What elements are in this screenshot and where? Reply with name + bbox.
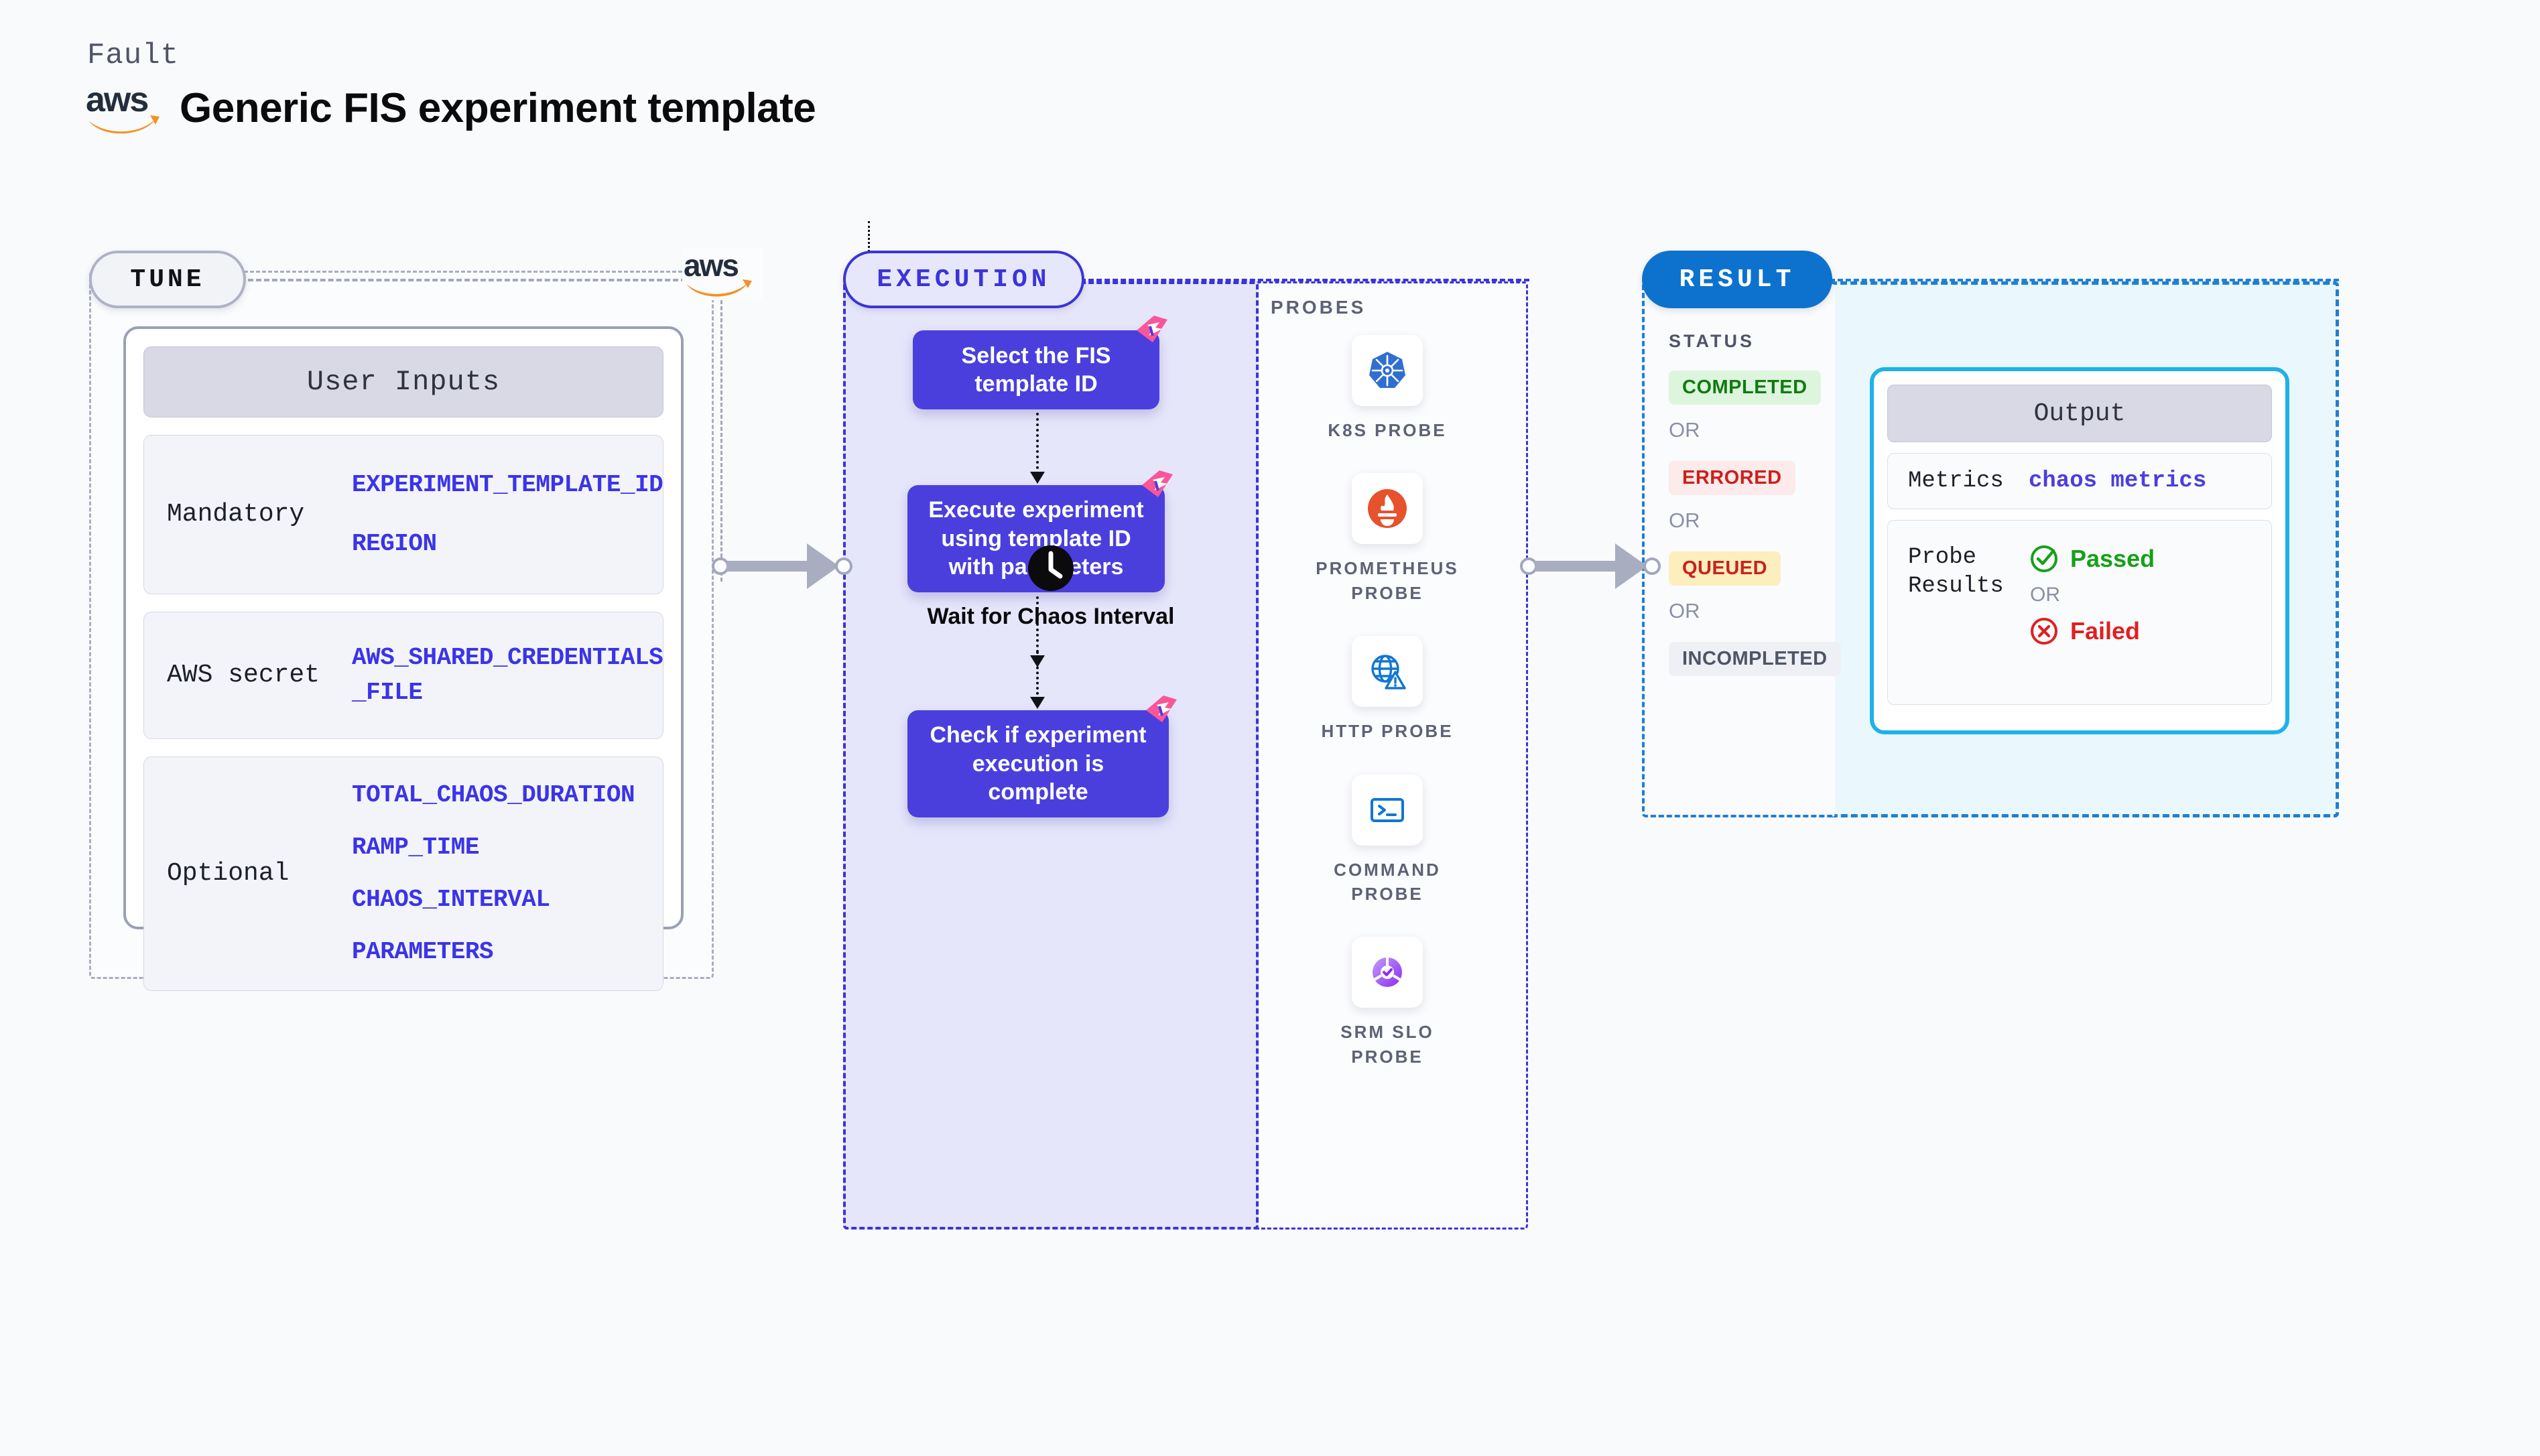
- probe-label: COMMAND PROBE: [1334, 859, 1441, 904]
- tune-vertical-rail: [720, 300, 722, 582]
- status-badge-queued: QUEUED: [1669, 551, 1781, 586]
- metrics-value: chaos metrics: [2029, 468, 2207, 494]
- output-card: Output Metrics chaos metrics Probe Resul…: [1870, 367, 2289, 734]
- tune-param-value: PARAMETERS: [352, 938, 494, 966]
- harness-badge-icon: [1146, 696, 1177, 722]
- tune-param-value: CHAOS_INTERVAL: [352, 886, 550, 913]
- status-badge-errored: ERRORED: [1669, 461, 1795, 495]
- probe-label: K8S PROBE: [1328, 420, 1447, 440]
- result-rail: [1830, 279, 2339, 281]
- flow-node-select-template[interactable]: Select the FIS template ID: [913, 316, 1167, 409]
- http-globe-icon: [1371, 655, 1406, 689]
- flow-node-label: Select the FIS template ID: [961, 342, 1111, 397]
- flow-node-label: Wait for Chaos Interval: [927, 604, 1175, 629]
- section-badge-result[interactable]: RESULT: [1642, 251, 1832, 308]
- flow-node-check-complete[interactable]: Check if experiment execution is complet…: [907, 696, 1177, 817]
- probe-result-failed: Failed: [2070, 617, 2141, 645]
- flow-node-execute-experiment[interactable]: Execute experiment using template ID wit…: [907, 470, 1173, 592]
- tune-group-label: Optional: [167, 859, 290, 888]
- probe-label: PROMETHEUS PROBE: [1316, 558, 1459, 603]
- or-label: OR: [1669, 418, 1700, 442]
- kubernetes-icon: [1369, 352, 1405, 388]
- output-title: Output: [1887, 385, 2272, 442]
- tune-rail: [248, 279, 710, 281]
- tune-param-value: EXPERIMENT_TEMPLATE_ID: [352, 470, 663, 499]
- probe-tile: [1352, 774, 1423, 846]
- probes-title: PROBES: [1271, 297, 1367, 318]
- x-circle-icon: [2031, 618, 2057, 645]
- probe-item-command[interactable]: COMMAND PROBE: [1310, 774, 1464, 907]
- status-badge-incompleted: INCOMPLETED: [1669, 642, 1841, 676]
- harness-badge-icon: [1142, 470, 1173, 497]
- tune-group-mandatory: Mandatory EXPERIMENT_TEMPLATE_ID REGION: [143, 435, 663, 594]
- or-label: OR: [1669, 599, 1700, 622]
- tune-param-value: REGION: [352, 530, 437, 557]
- probe-item-prometheus[interactable]: PROMETHEUS PROBE: [1310, 473, 1464, 605]
- tune-param-value: TOTAL_CHAOS_DURATION: [352, 781, 635, 809]
- probes-list: K8S PROBE PROMETHEUS PROBE: [1273, 335, 1501, 1100]
- flow-node-label: Check if experiment execution is complet…: [930, 722, 1147, 805]
- flow-arrow: [1030, 413, 1045, 484]
- probe-item-srm-slo[interactable]: SRM SLO PROBE: [1310, 937, 1464, 1069]
- user-inputs-card: User Inputs Mandatory EXPERIMENT_TEMPLAT…: [123, 326, 684, 991]
- prometheus-icon: [1368, 489, 1407, 529]
- or-label: OR: [1669, 509, 1700, 532]
- aws-rail-logo-icon: aws: [682, 248, 763, 300]
- section-badge-execution[interactable]: EXECUTION: [843, 251, 1084, 308]
- tune-param-value: RAMP_TIME: [352, 833, 479, 861]
- probe-tile: [1351, 636, 1423, 708]
- execution-flow: Select the FIS template ID Execute exper…: [843, 281, 1259, 1230]
- svg-text:aws: aws: [86, 80, 147, 119]
- tune-param-value: AWS_SHARED_CREDENTIALS _FILE: [352, 643, 663, 706]
- result-status-panel: STATUS COMPLETED OR ERRORED OR QUEUED OR…: [1642, 281, 1841, 817]
- execution-rail: [1080, 279, 1529, 281]
- tune-section: User Inputs Mandatory EXPERIMENT_TEMPLAT…: [89, 271, 714, 991]
- tune-group-label: AWS secret: [167, 661, 320, 690]
- harness-badge-icon: [1137, 316, 1167, 342]
- page-header: Fault aws Generic FIS experiment templat…: [86, 39, 816, 137]
- probe-tile: [1351, 335, 1423, 406]
- tune-group-label: Mandatory: [167, 500, 305, 529]
- probe-item-http[interactable]: HTTP PROBE: [1321, 636, 1453, 743]
- user-inputs-title: User Inputs: [143, 346, 663, 417]
- aws-logo-icon: aws: [86, 79, 165, 137]
- tune-group-aws-secret: AWS secret AWS_SHARED_CREDENTIALS _FILE: [143, 612, 663, 739]
- svg-text:aws: aws: [684, 248, 738, 283]
- output-row-probe-results: Probe Results Passed OR Failed: [1887, 520, 2272, 705]
- clock-icon: [1028, 545, 1074, 591]
- page-title: Generic FIS experiment template: [180, 84, 816, 131]
- metrics-label: Metrics: [1908, 468, 2004, 494]
- flow-node-wait-interval: Wait for Chaos Interval: [843, 543, 1259, 631]
- connector-tune-to-execution: [712, 543, 852, 590]
- probe-tile: [1352, 473, 1423, 545]
- probe-tile: [1352, 937, 1423, 1008]
- or-label: OR: [2030, 584, 2060, 606]
- terminal-icon: [1371, 797, 1404, 822]
- section-badge-tune[interactable]: TUNE: [89, 251, 246, 308]
- status-title: STATUS: [1669, 331, 1755, 351]
- output-row-metrics: Metrics chaos metrics: [1887, 453, 2272, 509]
- check-circle-icon: [2031, 545, 2057, 572]
- flow-arrow: [1030, 651, 1045, 709]
- probe-item-k8s[interactable]: K8S PROBE: [1328, 335, 1446, 442]
- probe-label: SRM SLO PROBE: [1340, 1022, 1434, 1067]
- probe-result-passed: Passed: [2070, 545, 2155, 572]
- srm-slo-icon: [1373, 957, 1402, 988]
- probe-results-label: Probe Results: [1908, 545, 2004, 599]
- probe-label: HTTP PROBE: [1321, 721, 1454, 742]
- eyebrow-label: Fault: [87, 39, 180, 72]
- connector-execution-to-result: [1520, 543, 1661, 590]
- tune-group-optional: Optional TOTAL_CHAOS_DURATION RAMP_TIME …: [143, 756, 663, 991]
- status-badge-completed: COMPLETED: [1669, 371, 1821, 405]
- execution-vertical-rail: [868, 221, 870, 276]
